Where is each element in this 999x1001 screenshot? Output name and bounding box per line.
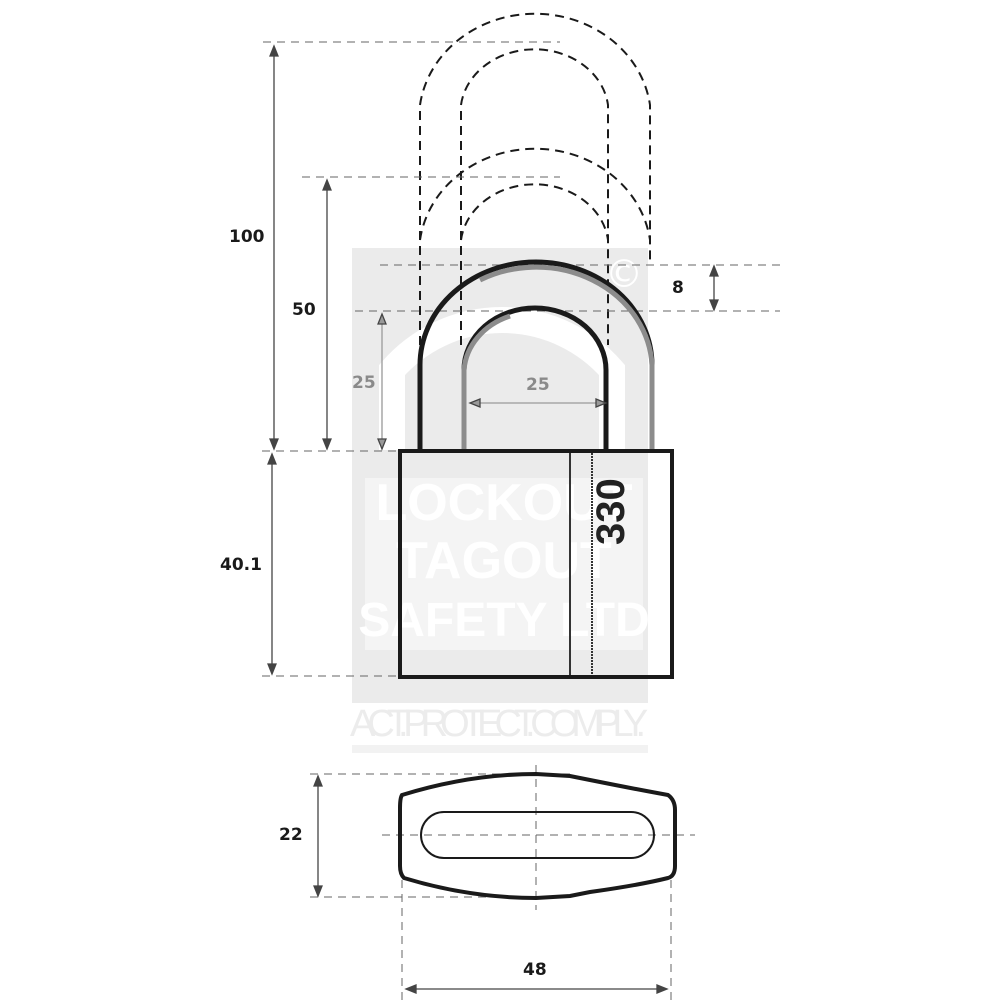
shackle: [417, 259, 655, 452]
model-number: 330: [589, 478, 633, 545]
dim-label-25-width: 25: [526, 375, 550, 395]
dim-label-22: 22: [279, 825, 303, 845]
dim-label-40-1: 40.1: [220, 555, 262, 575]
lock-body: 330: [398, 449, 674, 679]
watermark-line2: TAGOUT: [396, 532, 612, 590]
dim-label-50: 50: [292, 300, 316, 320]
watermark-line1: LOCKOUT: [375, 474, 632, 532]
dim-label-48: 48: [523, 960, 547, 980]
dim-label-100: 100: [229, 227, 265, 247]
dim-label-25-height: 25: [352, 373, 376, 393]
dimension-arrows: [267, 44, 719, 994]
watermark-tagline: ACT. PROTECT. COMPLY.: [350, 703, 648, 745]
alt-shackles: [419, 12, 651, 450]
watermark: LOCKOUT TAGOUT SAFETY LTD ACT. PROTECT. …: [350, 248, 650, 753]
dim-label-8: 8: [672, 278, 684, 298]
top-view: [398, 771, 677, 901]
watermark-line3: SAFETY LTD: [358, 594, 650, 647]
